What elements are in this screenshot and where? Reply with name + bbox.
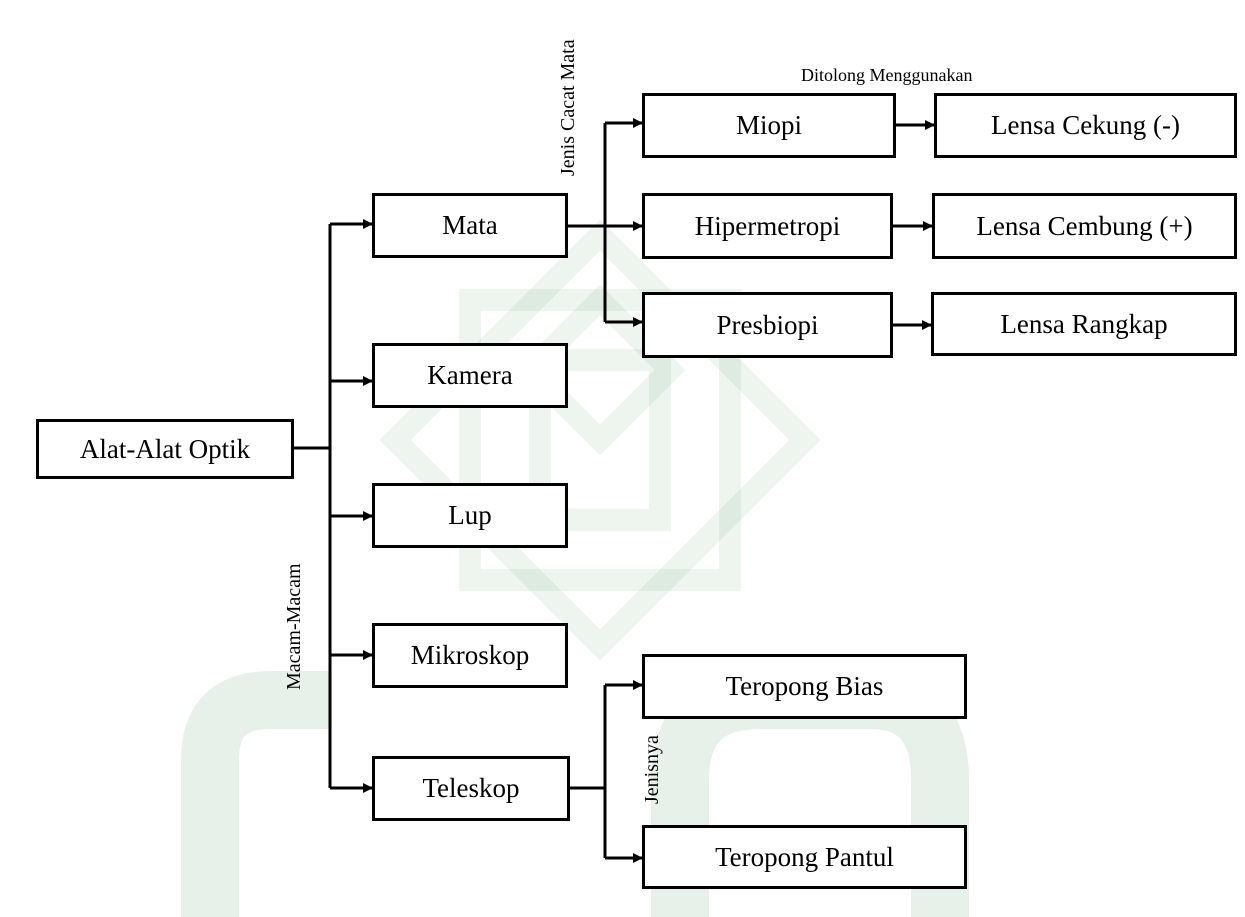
edge-label-jenis-cacat-mata: Jenis Cacat Mata bbox=[557, 39, 579, 176]
node-lup: Lup bbox=[372, 483, 568, 548]
node-label: Teropong Pantul bbox=[715, 841, 894, 872]
node-label: Lensa Cembung (+) bbox=[976, 210, 1193, 241]
node-label: Lensa Cekung (-) bbox=[991, 110, 1180, 140]
node-label: Alat-Alat Optik bbox=[79, 433, 251, 464]
node-kamera: Kamera bbox=[372, 343, 568, 408]
node-hipermetropi: Hipermetropi bbox=[642, 193, 893, 259]
node-mikroskop: Mikroskop bbox=[372, 623, 568, 688]
node-label: Hipermetropi bbox=[694, 210, 841, 241]
node-mata: Mata bbox=[372, 193, 568, 258]
node-lensa-cembung: Lensa Cembung (+) bbox=[932, 193, 1237, 259]
edge-label-jenisnya: Jenisnya bbox=[641, 735, 663, 804]
node-label: Miopi bbox=[735, 110, 802, 140]
node-label: Teropong Bias bbox=[725, 671, 884, 701]
node-alat-alat-optik: Alat-Alat Optik bbox=[36, 419, 294, 479]
node-miopi: Miopi bbox=[642, 93, 896, 158]
node-lensa-rangkap: Lensa Rangkap bbox=[931, 292, 1237, 356]
node-label: Teleskop bbox=[422, 773, 520, 803]
node-teropong-bias: Teropong Bias bbox=[642, 654, 967, 719]
node-presbiopi: Presbiopi bbox=[642, 292, 893, 358]
node-label: Lup bbox=[448, 500, 492, 530]
edge-label-ditolong-menggunakan: Ditolong Menggunakan bbox=[801, 65, 973, 85]
edge-label-macam-macam: Macam-Macam bbox=[283, 563, 305, 690]
node-label: Kamera bbox=[427, 360, 513, 390]
node-label: Mikroskop bbox=[410, 640, 530, 670]
node-label: Lensa Rangkap bbox=[1000, 308, 1168, 339]
node-teropong-pantul: Teropong Pantul bbox=[642, 825, 967, 889]
node-teleskop: Teleskop bbox=[372, 756, 570, 821]
node-lensa-cekung: Lensa Cekung (-) bbox=[934, 93, 1237, 158]
node-label: Mata bbox=[442, 210, 498, 240]
node-label: Presbiopi bbox=[716, 309, 819, 340]
